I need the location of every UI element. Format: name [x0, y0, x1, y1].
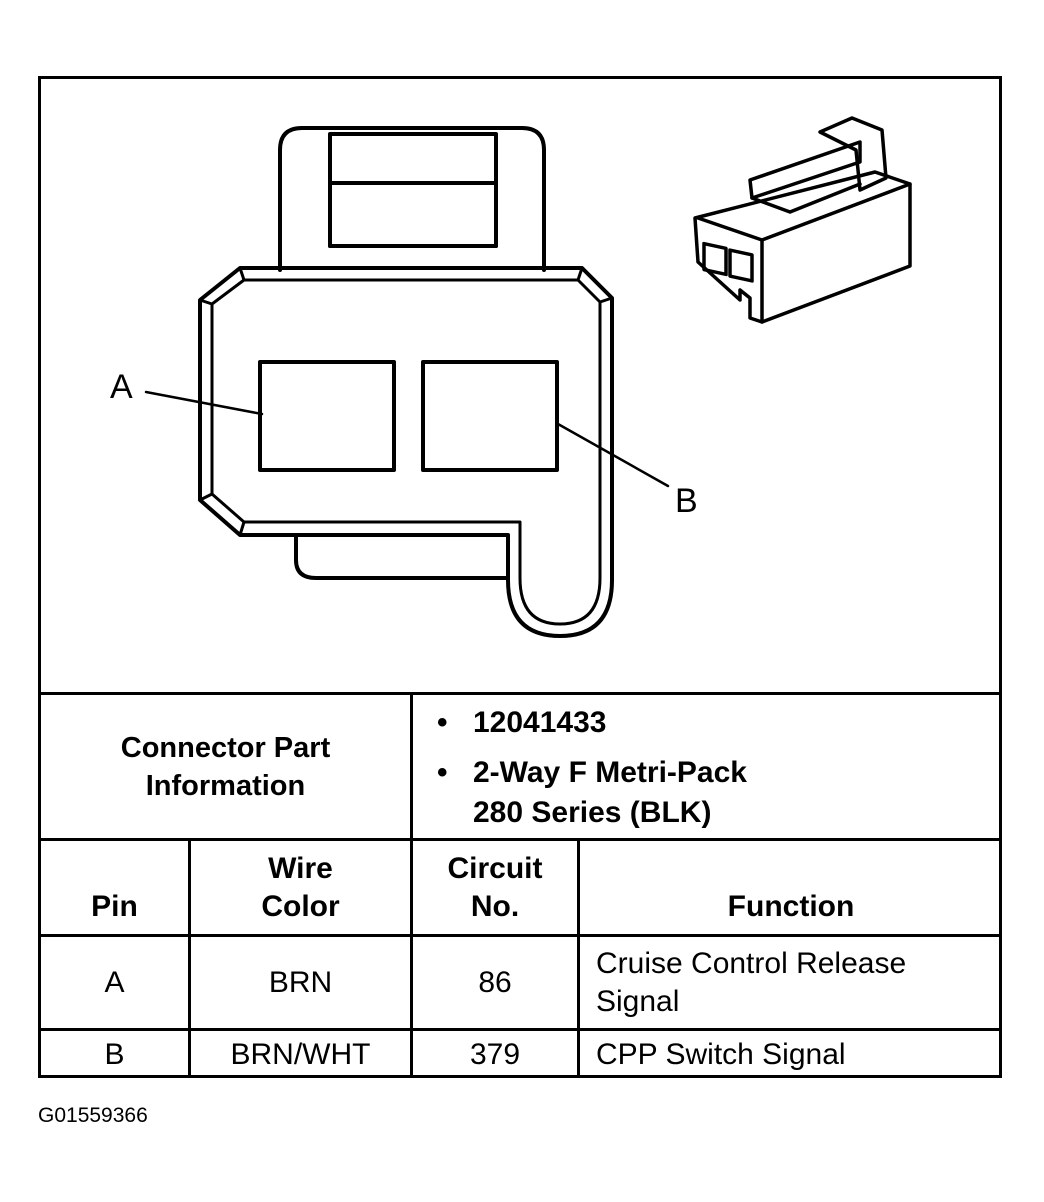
table-row: A: [41, 937, 188, 1028]
row-pin: A: [104, 965, 125, 999]
connector-bottom-tab: [294, 533, 510, 580]
connector-body-outer: [198, 266, 614, 638]
table-row-rule: [38, 934, 1002, 937]
table-row: BRN/WHT: [191, 1031, 410, 1078]
table-row-rule: [38, 1028, 1002, 1031]
row-pin: B: [104, 1037, 125, 1071]
row-wire-color: BRN/WHT: [230, 1037, 371, 1071]
table-row: B: [41, 1031, 188, 1078]
part-description-line2: 280 Series (BLK): [473, 796, 712, 829]
pin-label-b: B: [675, 482, 698, 520]
table-row: CPP Switch Signal: [580, 1031, 1002, 1078]
row-function-line1: Cruise Control Release: [596, 946, 907, 980]
row-wire-color: BRN: [268, 965, 333, 999]
connector-latch: [278, 126, 546, 272]
part-description-line1: 2-Way F Metri-Pack: [473, 756, 747, 789]
row-function-line1: CPP Switch Signal: [596, 1037, 846, 1071]
pin-label-a: A: [110, 368, 133, 406]
leader-line-b: [556, 422, 670, 488]
table-col-rule: [188, 838, 191, 1078]
table-row: 86: [413, 937, 577, 1028]
table-col-rule: [410, 692, 413, 1078]
table-row: BRN: [191, 937, 410, 1028]
part-info-label-line1: Connector Part: [120, 731, 331, 764]
header-wire-color: Wire Color: [261, 852, 340, 923]
part-info-label-line2: Information: [145, 769, 306, 802]
bullet: •: [437, 756, 448, 789]
cavity-b: [421, 360, 559, 472]
bullet: •: [437, 706, 448, 739]
header-pin: Pin: [91, 890, 138, 923]
header-circuit-no: Circuit No.: [447, 852, 543, 923]
header-function: Function: [727, 890, 855, 923]
part-number: 12041433: [473, 706, 607, 739]
table-top-rule: [38, 692, 1002, 695]
table-row: 379: [413, 1031, 577, 1078]
part-info-label: Connector Part Information: [41, 695, 410, 838]
table-col-rule: [577, 838, 580, 1078]
leader-line-a: [144, 390, 264, 416]
diagram-frame: [38, 76, 1002, 1078]
row-circuit: 86: [478, 965, 512, 999]
row-function-line2: Signal: [596, 984, 680, 1018]
table-row: Cruise Control Release Signal: [580, 937, 1002, 1028]
connector-iso-view: [693, 116, 912, 324]
connector-body-inner: [210, 278, 602, 626]
figure-id: G01559366: [38, 1104, 148, 1127]
row-circuit: 379: [469, 1037, 521, 1071]
cavity-a: [258, 360, 396, 472]
connector-latch-slot: [328, 132, 498, 248]
part-info-values: • 12041433 • 2-Way F Metri-Pack 280 Seri…: [413, 695, 1002, 838]
table-header-rule: [38, 838, 1002, 841]
